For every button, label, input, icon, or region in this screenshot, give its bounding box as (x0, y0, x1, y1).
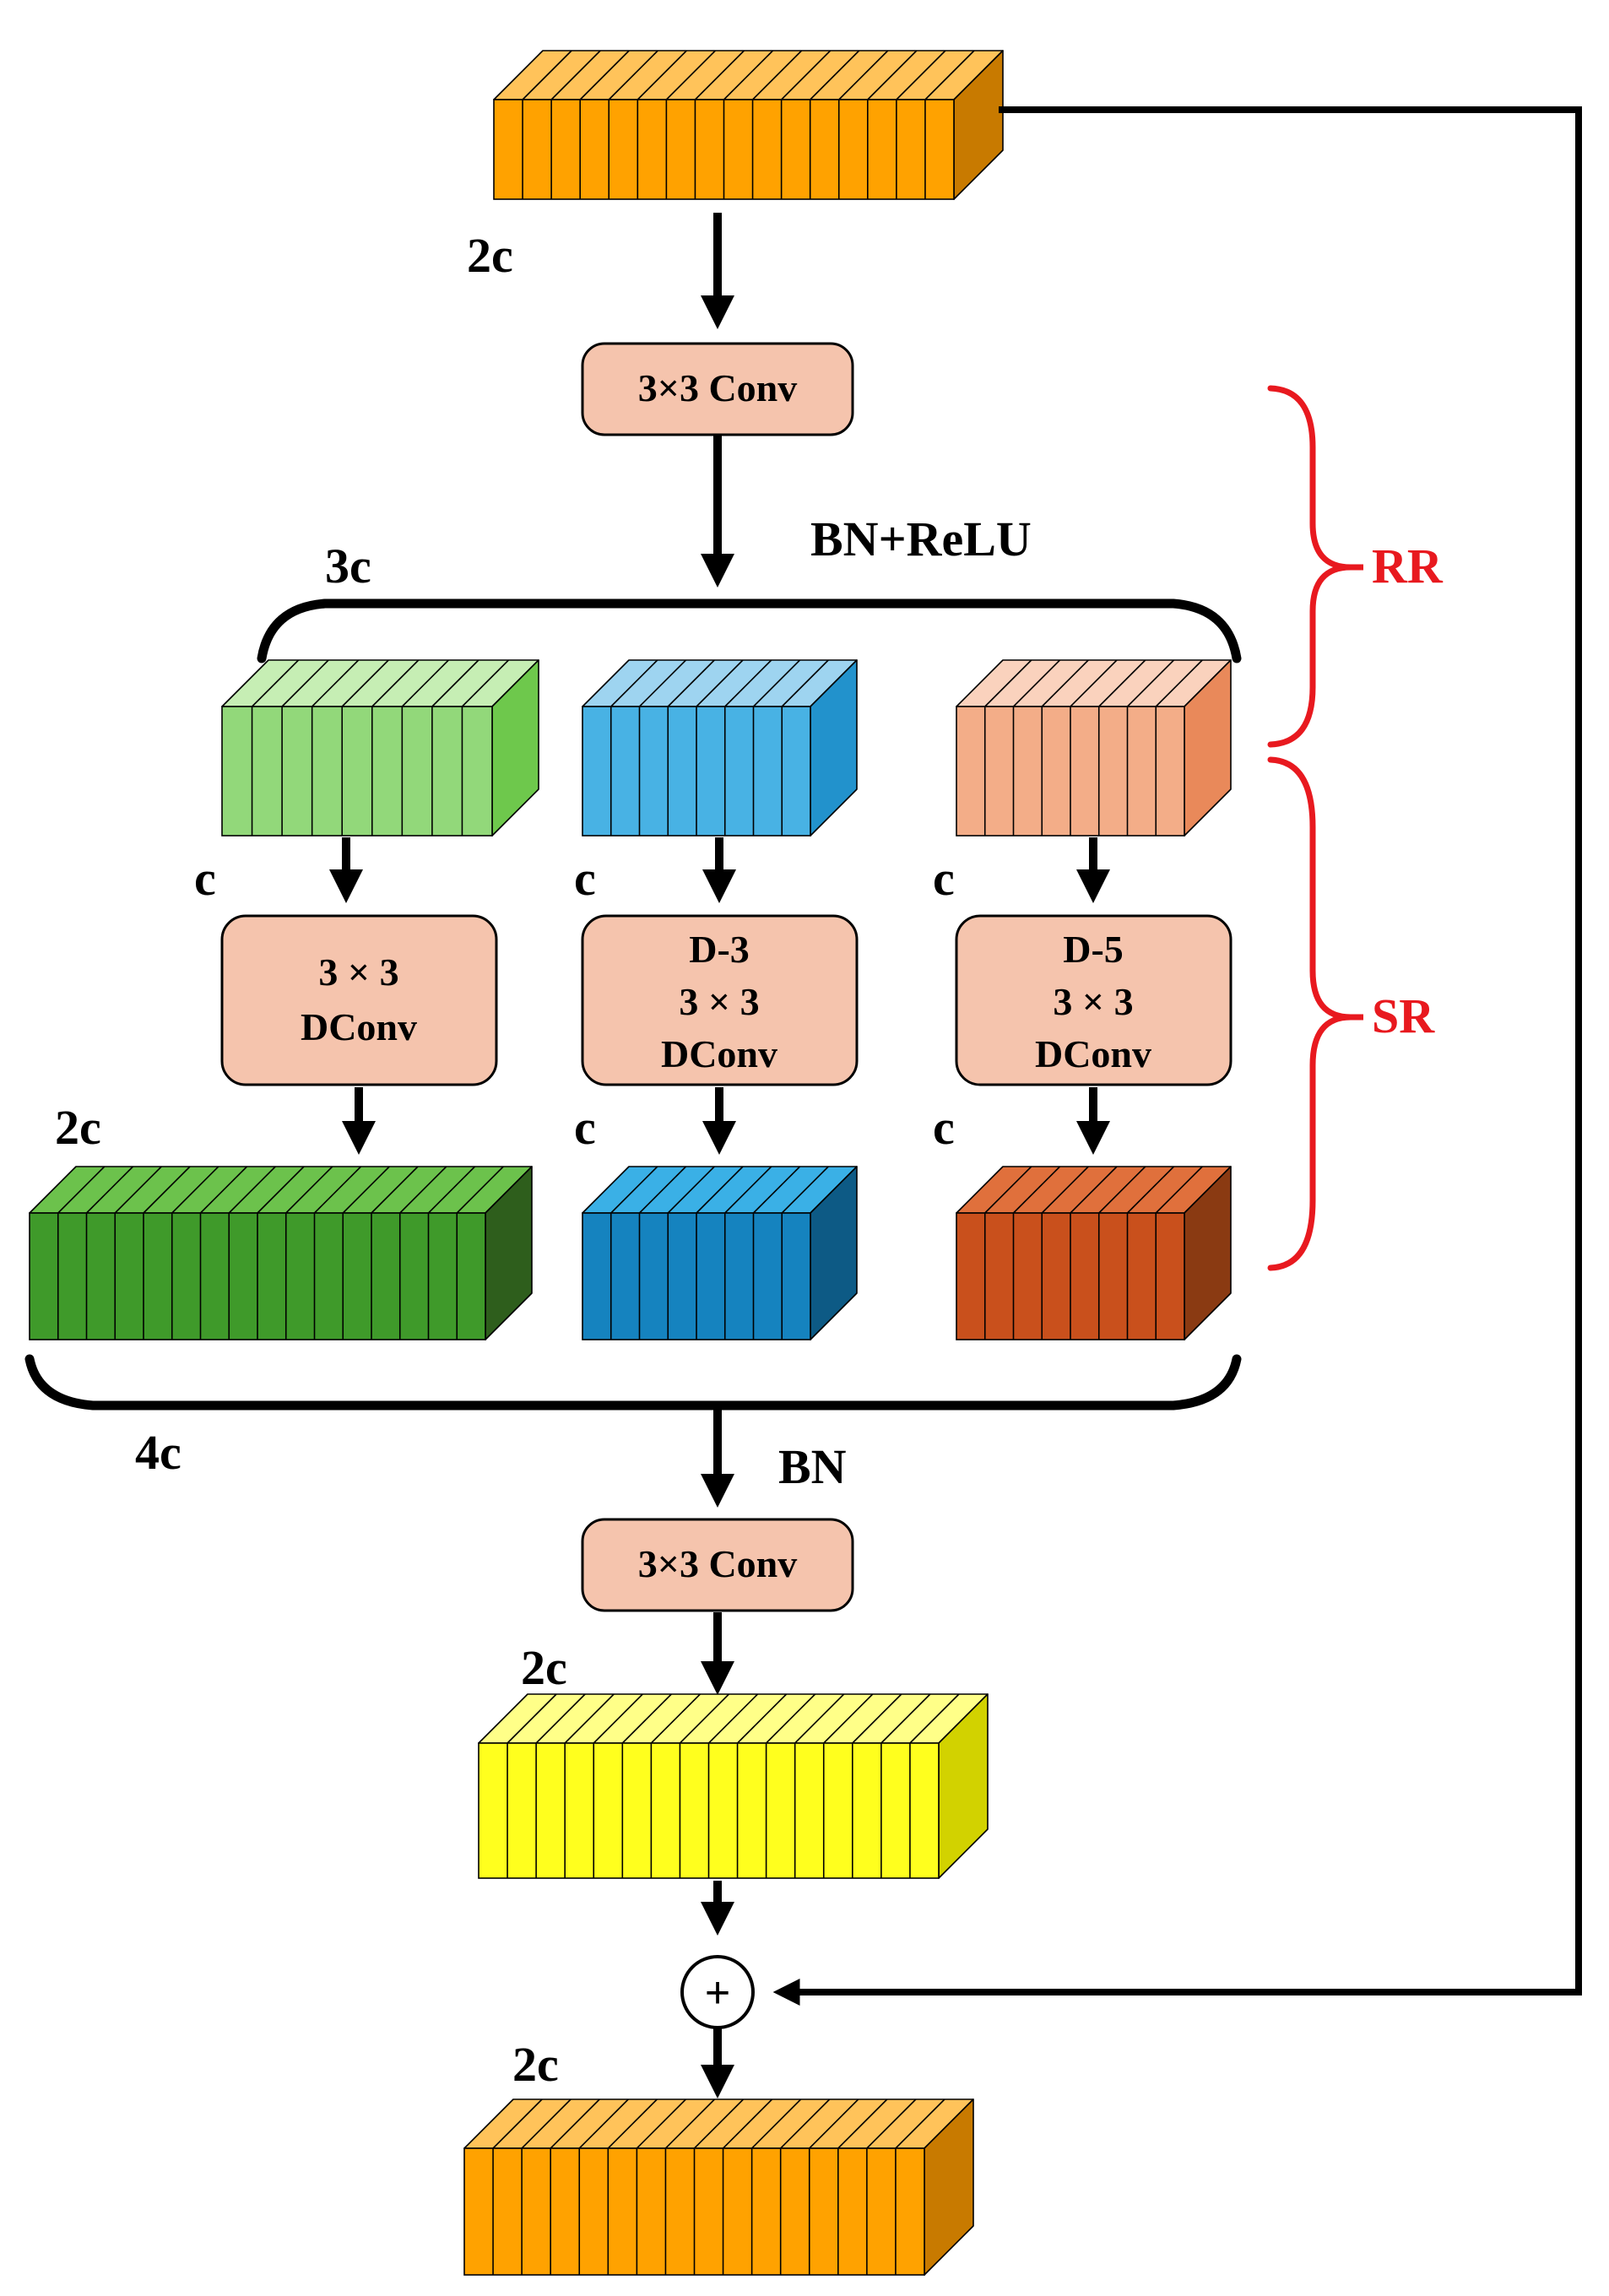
concat-brace (24, 1354, 1242, 1411)
arrows (329, 106, 1582, 2098)
dconv2-box: D-3 3 × 3 DConv (581, 914, 859, 1086)
conv2-label: 3×3 Conv (638, 1542, 798, 1585)
dconv1-box: 3 × 3 DConv (220, 914, 498, 1086)
label-input-channels: 2c (467, 228, 513, 283)
label-bn: BN (778, 1439, 847, 1494)
tensor-output (463, 2098, 974, 2276)
sum-node: + (680, 1955, 755, 2029)
label-branch2-out: c (574, 1100, 596, 1155)
plus-sign: + (705, 1968, 730, 2017)
dconv2-line-3: DConv (661, 1032, 777, 1075)
dconv3-box: D-5 3 × 3 DConv (955, 914, 1232, 1086)
label-branch3-in: c (933, 851, 955, 906)
label-branch3-out: c (933, 1100, 955, 1155)
tensor-split-3 (956, 659, 1232, 837)
conv1-box: 3×3 Conv (581, 342, 854, 436)
rr-bracket (1267, 385, 1352, 748)
label-concat: 4c (135, 1425, 181, 1480)
dconv3-line-2: 3 × 3 (1053, 980, 1133, 1023)
dconv3-line-3: DConv (1035, 1032, 1151, 1075)
tensor-split-2 (582, 659, 858, 837)
dconv1-line-1: 3 × 3 (318, 950, 398, 994)
dconv1-line-2: DConv (301, 1005, 417, 1048)
sr-bracket (1267, 756, 1352, 1271)
conv2-box: 3×3 Conv (581, 1518, 854, 1612)
tensor-input (493, 50, 1004, 200)
dconv2-line-2: 3 × 3 (679, 980, 759, 1023)
label-after-conv2: 2c (521, 1640, 567, 1695)
label-bn-relu: BN+ReLU (810, 512, 1032, 566)
tensor-split-1 (221, 659, 539, 837)
label-after-split: 3c (325, 539, 371, 593)
skip-connection (772, 106, 1582, 2006)
label-branch1-out: 2c (55, 1100, 101, 1155)
tensor-after-conv2 (478, 1693, 989, 1879)
dconv3-line-1: D-5 (1063, 928, 1124, 971)
dconv2-line-1: D-3 (689, 928, 750, 971)
split-brace (257, 598, 1242, 663)
sr-label: SR (1372, 988, 1435, 1043)
label-branch2-in: c (574, 851, 596, 906)
conv1-label: 3×3 Conv (638, 366, 798, 409)
tensor-branch-1-out (29, 1166, 533, 1340)
tensor-branch-3-out (956, 1166, 1232, 1340)
rr-label: RR (1372, 539, 1444, 593)
tensor-branch-2-out (582, 1166, 858, 1340)
label-output-channels: 2c (512, 2037, 559, 2092)
label-branch1-in: c (194, 851, 216, 906)
